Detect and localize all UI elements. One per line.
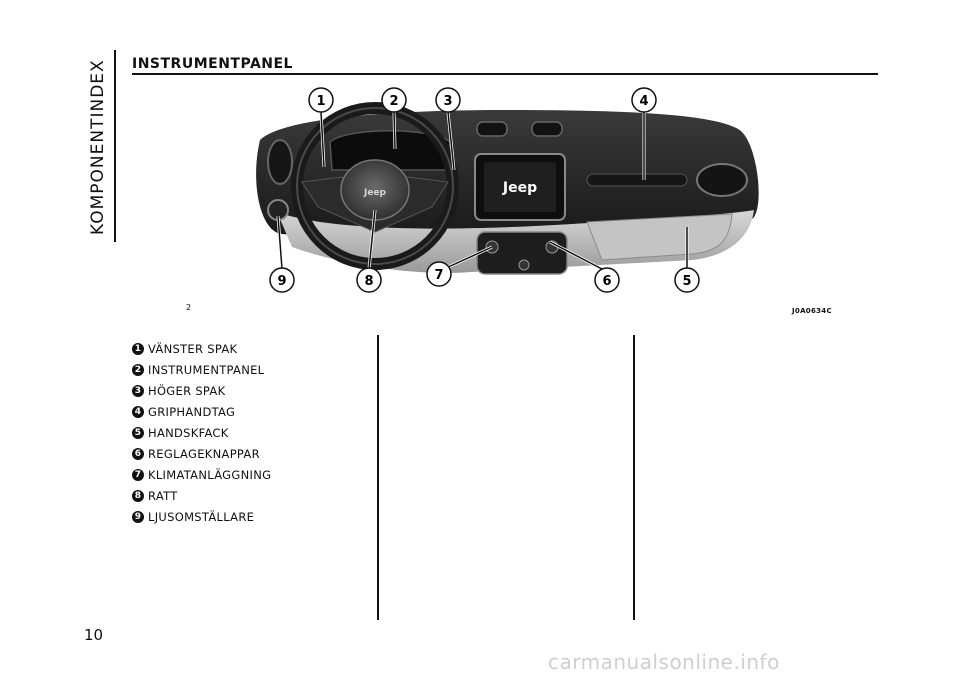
callout-4: 4 [639, 94, 648, 109]
brand-logo: Jeep [502, 180, 537, 196]
column-divider-left [377, 335, 379, 620]
glovebox [586, 213, 733, 261]
callout-6: 6 [602, 274, 611, 289]
legend-item: 3 HÖGER SPAK [132, 380, 271, 401]
callout-1-circle [308, 87, 334, 113]
callout-9-circle [269, 267, 295, 293]
callout-3-circle [435, 87, 461, 113]
center-vent-right [531, 121, 563, 137]
callout-5-circle [674, 267, 700, 293]
column-divider-right [633, 335, 635, 620]
side-section-title: KOMPONENTINDEX [88, 59, 108, 235]
legend-label: HANDSKFACK [148, 425, 229, 440]
callout-2-circle [381, 87, 407, 113]
instrument-cluster [329, 130, 451, 171]
legend-item: 5 HANDSKFACK [132, 422, 271, 443]
callout-9: 9 [277, 274, 286, 289]
section-title: INSTRUMENTPANEL [132, 56, 293, 72]
callout-4-circle [631, 87, 657, 113]
callout-7: 7 [434, 268, 443, 283]
callout-1: 1 [316, 94, 325, 109]
figure-code: J0A0634C [792, 307, 832, 315]
legend-label: INSTRUMENTPANEL [148, 362, 265, 377]
legend-item: 9 LJUSOMSTÄLLARE [132, 506, 271, 527]
dashboard-illustration: Jeep Jeep 1 2 3 [256, 87, 759, 293]
center-vent-left [476, 121, 508, 137]
legend-number-badge: 2 [132, 363, 144, 376]
legend-item: 8 RATT [132, 485, 271, 506]
section-divider [132, 73, 878, 75]
legend-number-badge: 8 [132, 489, 144, 502]
callout-5: 5 [682, 274, 691, 289]
legend-item: 4 GRIPHANDTAG [132, 401, 271, 422]
legend-label: GRIPHANDTAG [148, 404, 236, 419]
figure-number: 2 [186, 303, 192, 312]
legend-item: 7 KLIMATANLÄGGNING [132, 464, 271, 485]
legend-item: 6 REGLAGEKNAPPAR [132, 443, 271, 464]
legend-item: 2 INSTRUMENTPANEL [132, 359, 271, 380]
callout-leaders-inner [277, 111, 688, 270]
legend-label: KLIMATANLÄGGNING [148, 467, 272, 482]
callout-8: 8 [364, 274, 373, 289]
callout-6-circle [594, 267, 620, 293]
left-air-vent [267, 139, 293, 185]
legend-number-badge: 5 [132, 426, 144, 439]
callout-8-circle [356, 267, 382, 293]
climate-knob-center [518, 259, 530, 271]
right-air-vent [696, 163, 748, 197]
page-number: 10 [84, 626, 104, 644]
callout-2: 2 [389, 94, 398, 109]
legend-label: LJUSOMSTÄLLARE [148, 509, 255, 524]
legend-label: REGLAGEKNAPPAR [148, 446, 260, 461]
side-divider [114, 50, 116, 242]
legend-label: VÄNSTER SPAK [148, 341, 238, 356]
legend-item: 1 VÄNSTER SPAK [132, 338, 271, 359]
callout-7-circle [426, 261, 452, 287]
grab-handle [586, 173, 688, 187]
legend-label: HÖGER SPAK [148, 383, 226, 398]
legend-label: RATT [148, 488, 178, 503]
callout-3: 3 [443, 94, 452, 109]
component-legend: 1 VÄNSTER SPAK 2 INSTRUMENTPANEL 3 HÖGER SP… [132, 338, 271, 527]
hub-logo: Jeep [363, 188, 387, 198]
legend-number-badge: 1 [132, 342, 144, 355]
legend-number-badge: 7 [132, 468, 144, 481]
legend-number-badge: 3 [132, 384, 144, 397]
legend-number-badge: 6 [132, 447, 144, 460]
legend-number-badge: 4 [132, 405, 144, 418]
watermark: carmanualsonline.info [548, 650, 780, 674]
legend-number-badge: 9 [132, 510, 144, 523]
